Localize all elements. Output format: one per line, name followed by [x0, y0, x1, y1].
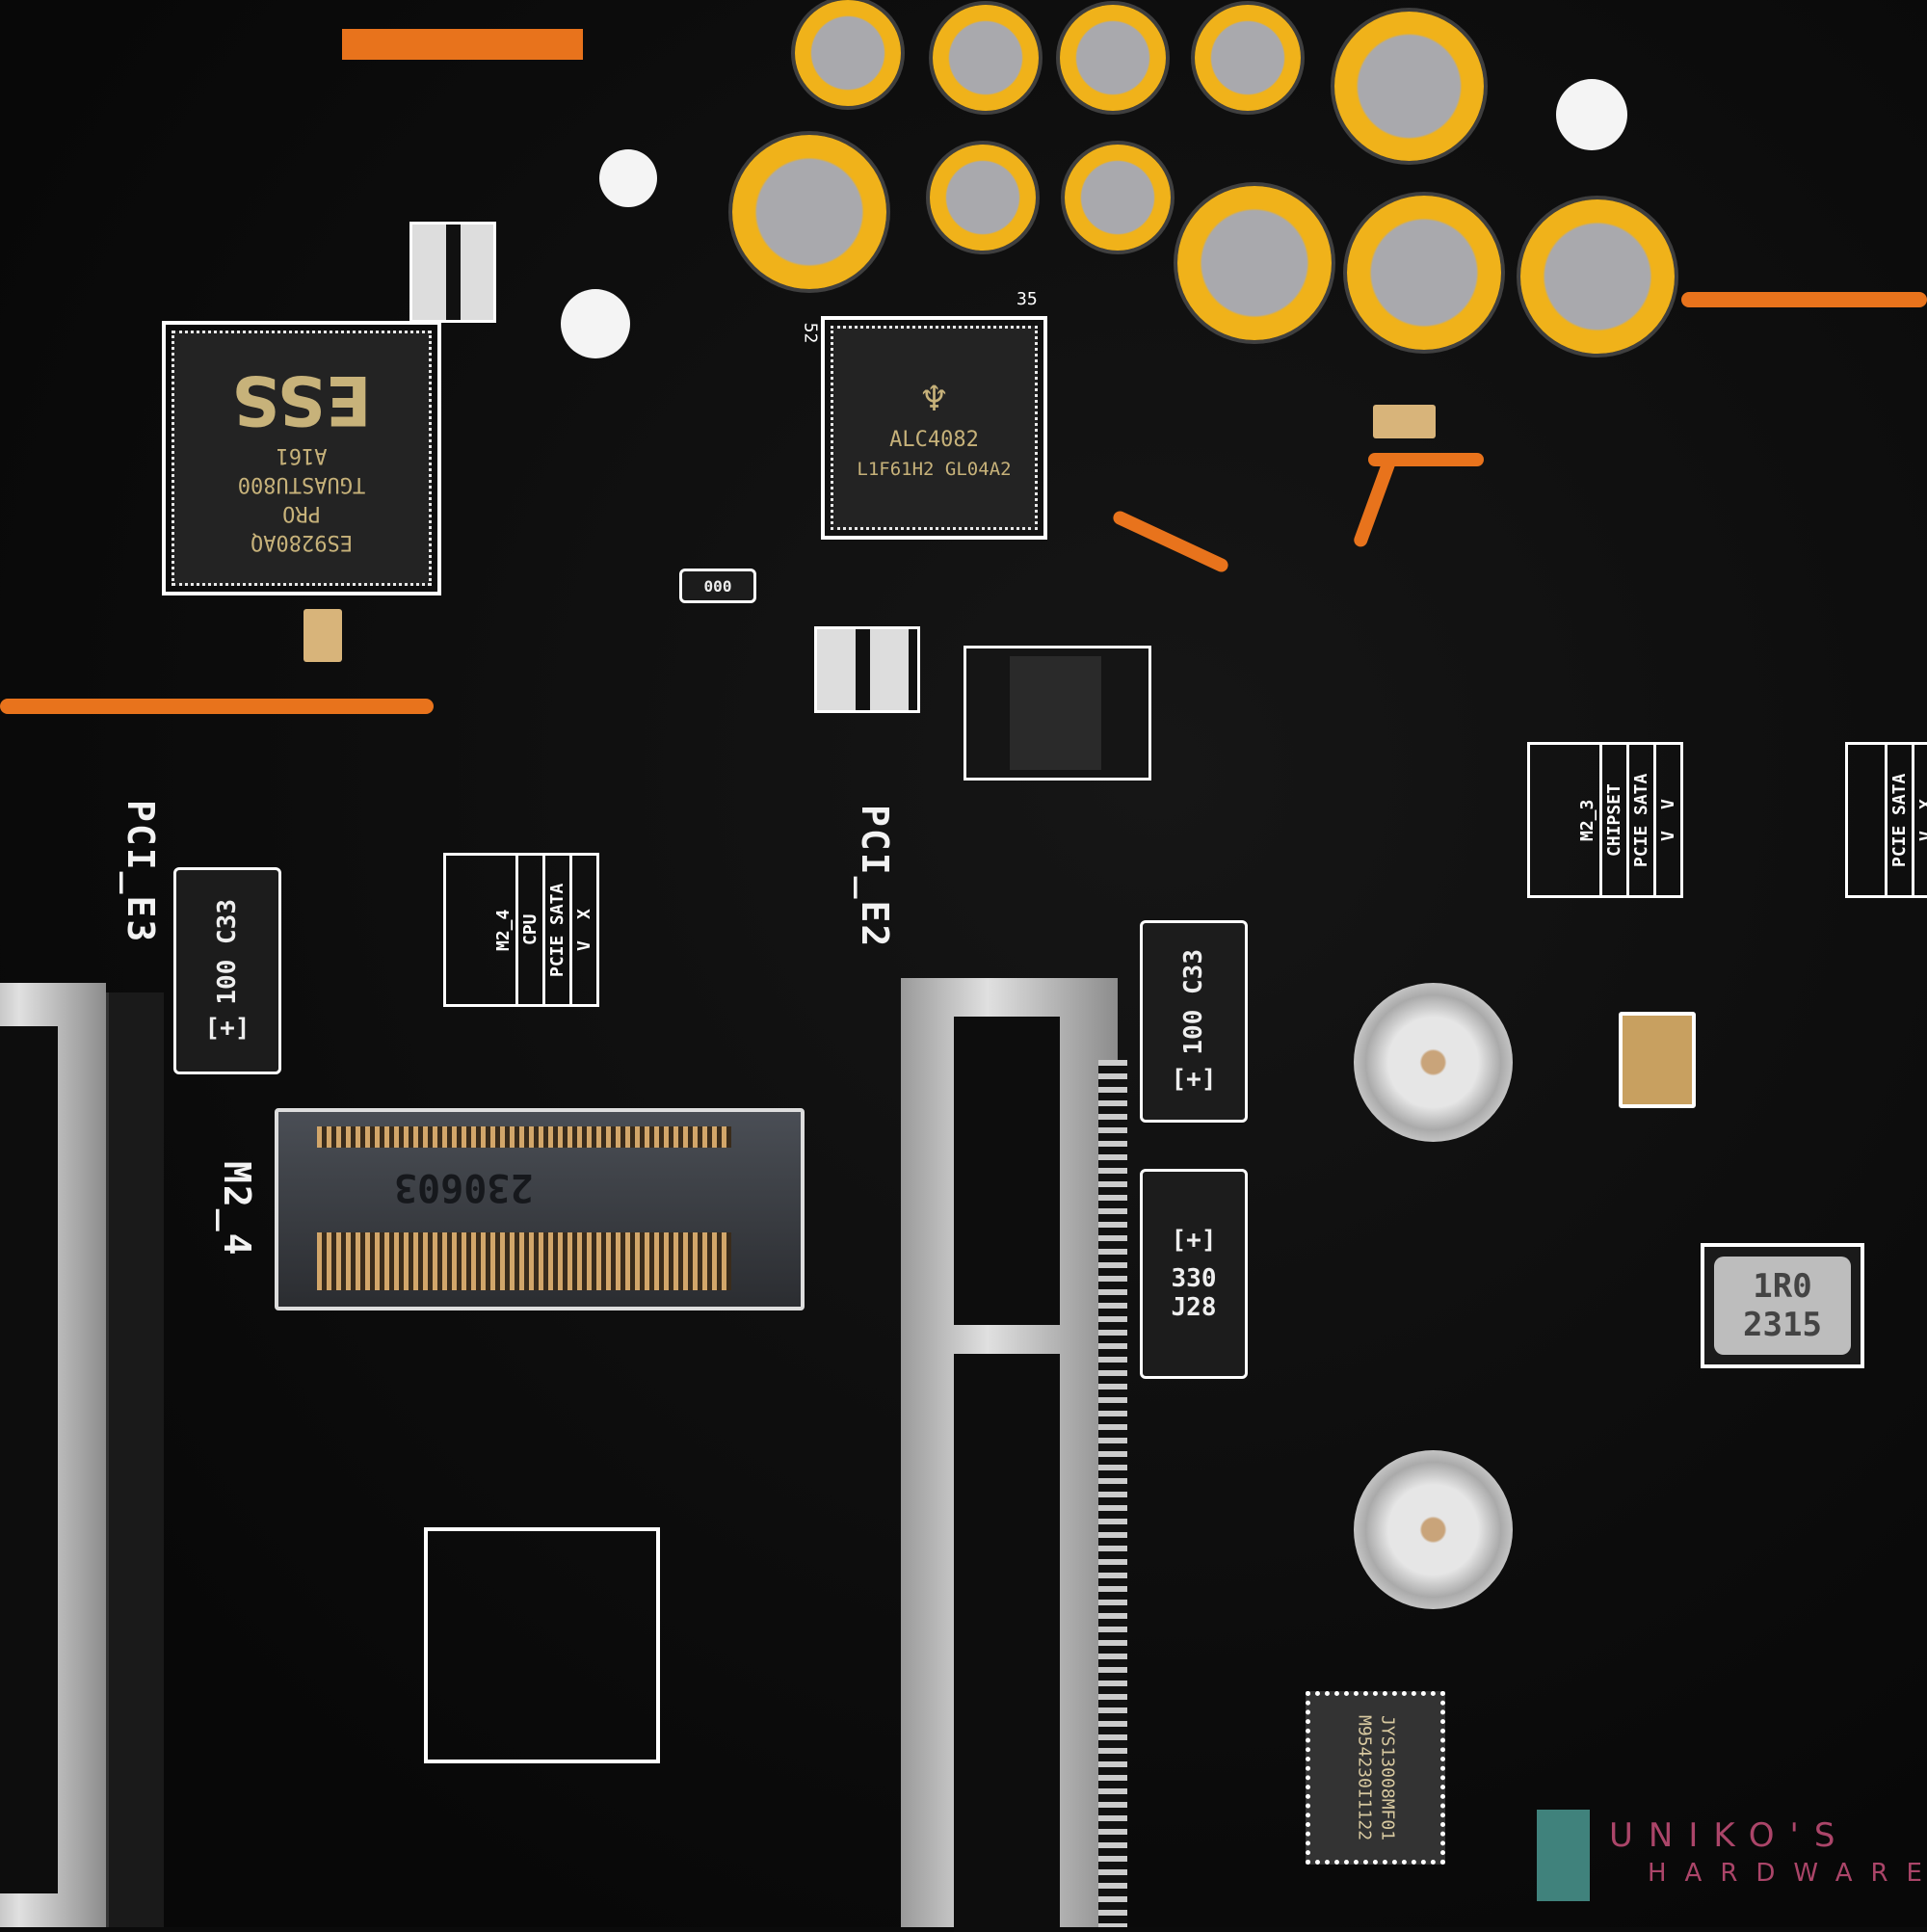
polarity-mark: [+] [204, 1014, 251, 1044]
table-modes: PCIE SATA [1626, 745, 1653, 895]
smd-part [1373, 405, 1436, 438]
capacitor [732, 135, 886, 289]
watermark-line2: HARDWARE [1648, 1859, 1927, 1888]
mosfet [964, 646, 1151, 781]
m2-connector-code: 230603 [394, 1165, 534, 1209]
component-pad [409, 222, 496, 323]
capacitor [1520, 199, 1675, 354]
m2-standoff [1354, 1450, 1513, 1609]
capacitor [1347, 196, 1501, 350]
ess-chip-line: A161 [276, 443, 328, 468]
table-source: CHIPSET [1599, 745, 1626, 895]
table-mark: V V [1653, 745, 1680, 895]
mounting-hole [1556, 79, 1627, 150]
capacitor [1177, 186, 1332, 340]
table-title: M2_3 [1577, 799, 1597, 841]
inductor-code: 2315 [1743, 1306, 1822, 1344]
smd-part [304, 609, 342, 662]
capacitor [1334, 12, 1484, 161]
m2-4-support-table: V X PCIE SATA CPU M2_4 [443, 853, 599, 1007]
ess-logo: ESS [231, 360, 372, 440]
pin-label: 35 [1016, 289, 1038, 309]
realtek-logo-icon: ♆ [921, 374, 947, 424]
realtek-chip-line: L1F61H2 GL04A2 [857, 458, 1012, 480]
polarity-mark: [+] [1171, 1226, 1217, 1255]
table-mark: V X [569, 856, 596, 1004]
flash-chip-line: JYS13008MF01 [1377, 1714, 1398, 1841]
m2-3-support-table: V V PCIE SATA CHIPSET M2_3 [1527, 742, 1683, 898]
orange-trace-right [1681, 292, 1927, 307]
pci-e2-label: PCI_E2 [854, 805, 896, 949]
flash-chip-line: M954230I1122 [1354, 1714, 1375, 1841]
watermark-text: UNIKO'S HARDWARE [1609, 1816, 1927, 1888]
orange-trace-mid2 [1368, 453, 1484, 466]
table-source: CPU [515, 856, 542, 1004]
realtek-codec-chip: ♆ ALC4082 L1F61H2 GL04A2 [821, 316, 1047, 540]
pcie-slot-pci-e2[interactable] [901, 978, 1118, 1932]
table-mark: V X [1912, 745, 1927, 895]
connector-pins [317, 1232, 731, 1290]
m2-4-label: M2_4 [216, 1161, 258, 1257]
inductor-value: 1R0 [1753, 1267, 1812, 1306]
capacitor [795, 0, 901, 106]
flash-chip: JYS13008MF01 M954230I1122 [1306, 1691, 1445, 1865]
polarity-mark: [+] [1171, 1064, 1217, 1094]
capacitor [930, 145, 1036, 251]
component-pad [814, 626, 920, 713]
solid-capacitor: 100 C33 [+] [173, 867, 281, 1074]
capacitor [1060, 5, 1166, 111]
orange-trace-top [342, 29, 583, 60]
capacitor [1195, 5, 1301, 111]
capacitor [1065, 145, 1171, 251]
pci-e3-label: PCI_E3 [119, 800, 162, 944]
pcie-slot-pci-e3[interactable] [0, 983, 106, 1927]
connector-pins [317, 1126, 731, 1148]
mounting-hole [561, 289, 630, 358]
table-title: M2_4 [493, 909, 514, 951]
pcie-slot-edge-pins [1098, 1060, 1127, 1927]
watermark-line1: UNIKO'S [1609, 1816, 1851, 1855]
watermark-logo [1537, 1810, 1590, 1901]
table-modes: PCIE SATA [1885, 745, 1912, 895]
m2-connector: 230603 [275, 1108, 805, 1310]
solid-capacitor: [+] 330 J28 [1140, 1169, 1248, 1379]
m2-standoff [1354, 983, 1513, 1142]
pcie-slot-side [106, 992, 164, 1927]
smd-part [1619, 1012, 1696, 1108]
realtek-chip-model: ALC4082 [889, 427, 979, 452]
empty-footprint [424, 1527, 660, 1763]
mounting-hole [599, 149, 657, 207]
ess-dac-chip: ES9280AQ PRO TGUASTU800 A161 ESS [162, 321, 441, 595]
resistor-code: 000 [703, 576, 732, 595]
right-support-table: V X PCIE SATA [1845, 742, 1927, 898]
solid-capacitor: 100 C33 [+] [1140, 920, 1248, 1123]
pin-label: 52 [800, 322, 821, 344]
ess-chip-line: TGUASTU800 [237, 472, 366, 497]
orange-trace-left [0, 699, 434, 714]
ess-chip-line: PRO [282, 501, 321, 526]
ess-chip-model: ES9280AQ [251, 530, 353, 555]
inductor: 1R0 2315 [1701, 1243, 1864, 1368]
table-modes: PCIE SATA [542, 856, 569, 1004]
capacitor [933, 5, 1039, 111]
resistor: 000 [679, 569, 756, 603]
